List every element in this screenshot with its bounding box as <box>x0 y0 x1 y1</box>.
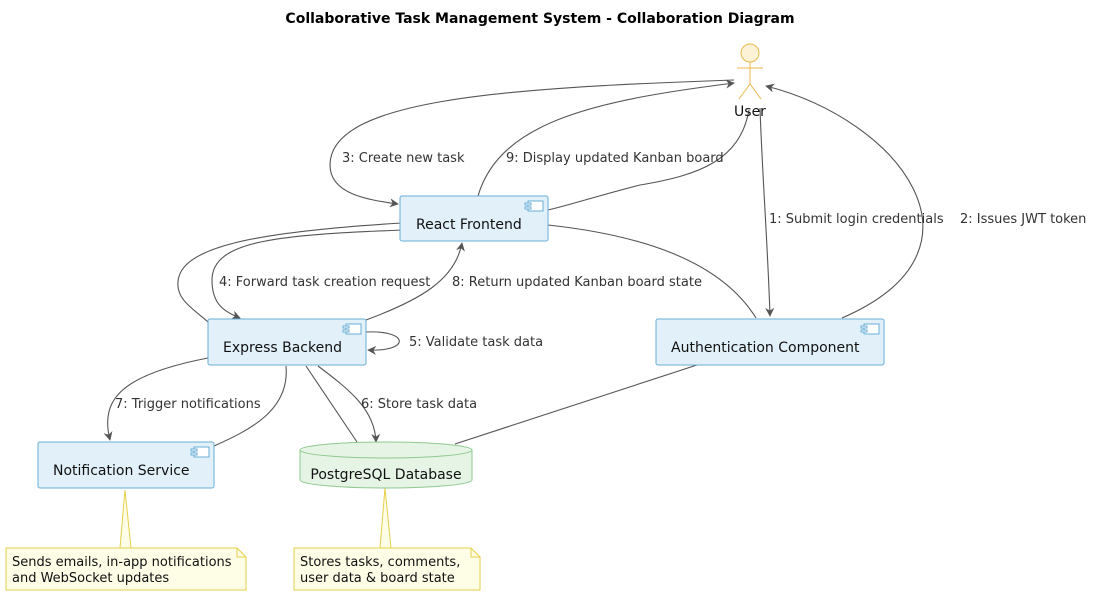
edge-validate-self <box>365 331 400 355</box>
edge-backend-notify-link <box>213 365 287 447</box>
postgresql-database: PostgreSQL Database <box>299 441 473 489</box>
component-icon <box>860 323 880 335</box>
label-trigger-notifications: 7: Trigger notifications <box>115 397 261 412</box>
label-return-board: 8: Return updated Kanban board state <box>452 275 702 290</box>
notification-service-label: Notification Service <box>53 463 190 479</box>
edge-create-task <box>329 79 735 208</box>
diagram-title: Collaborative Task Management System - C… <box>285 11 794 27</box>
express-backend-label: Express Backend <box>223 340 342 356</box>
label-store-task: 6: Store task data <box>361 397 477 412</box>
edge-submit-login <box>759 107 775 317</box>
notification-service-component: Notification Service <box>37 441 215 489</box>
component-icon <box>342 323 362 335</box>
notify-note-connector <box>119 489 132 549</box>
component-icon <box>190 446 210 458</box>
notification-note-line-1: Sends emails, in-app notifications <box>12 555 232 570</box>
stick-figure-icon <box>737 43 763 100</box>
authentication-component: Authentication Component <box>655 318 885 366</box>
react-frontend-label: React Frontend <box>416 217 522 233</box>
label-submit-login: 1: Submit login credentials <box>769 212 944 227</box>
edge-return-board <box>365 242 465 321</box>
edge-backend-db-link <box>305 365 358 443</box>
postgresql-database-label: PostgreSQL Database <box>310 467 461 483</box>
edge-frontend-auth-link <box>547 224 757 319</box>
user-actor: User <box>734 43 766 120</box>
edge-issue-jwt <box>765 83 924 319</box>
database-note-line-1: Stores tasks, comments, <box>300 555 460 570</box>
label-issue-jwt: 2: Issues JWT token <box>960 212 1086 227</box>
label-validate-task: 5: Validate task data <box>409 335 543 350</box>
cylinder-icon <box>299 441 473 489</box>
edge-frontend-backend-link <box>177 222 403 323</box>
label-display-board: 9: Display updated Kanban board <box>506 151 724 166</box>
database-note-line-2: user data & board state <box>300 571 455 586</box>
express-backend-component: Express Backend <box>207 318 367 366</box>
notification-note: Sends emails, in-app notifications and W… <box>5 547 247 591</box>
notification-note-line-2: and WebSocket updates <box>12 571 169 586</box>
edge-trigger-notifications <box>103 357 209 441</box>
edge-store-task <box>317 365 381 443</box>
authentication-label: Authentication Component <box>671 340 860 356</box>
database-note: Stores tasks, comments, user data & boar… <box>293 547 481 591</box>
user-label: User <box>734 104 766 120</box>
db-note-connector <box>379 487 392 549</box>
edge-user-frontend-link <box>547 109 750 211</box>
label-forward-request: 4: Forward task creation request <box>219 275 430 290</box>
react-frontend-component: React Frontend <box>399 195 549 242</box>
edge-forward-request <box>211 229 403 320</box>
component-icon <box>524 200 544 212</box>
label-create-task: 3: Create new task <box>342 151 465 166</box>
edge-auth-db-link <box>454 363 701 445</box>
edge-display-board <box>477 79 735 197</box>
